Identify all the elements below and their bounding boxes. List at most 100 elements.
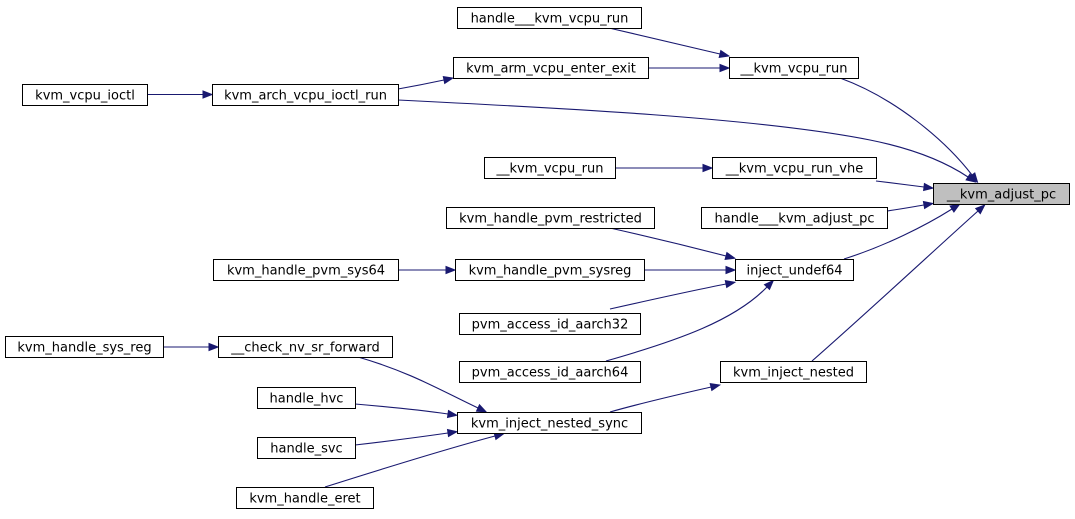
node-box — [712, 157, 877, 179]
node-box — [213, 259, 399, 281]
edge-kvm_handle_sys_reg-to-check_nv_sr_forward — [163, 342, 220, 352]
node-kvm-handle-eret[interactable]: kvm_handle_eret — [236, 487, 374, 509]
node-label: inject_undef64 — [746, 264, 842, 279]
edge-kvm_handle_pvm_sysreg-to-inject_undef64 — [644, 265, 737, 275]
arrowhead-icon — [718, 49, 731, 59]
edge-line — [886, 204, 925, 212]
node-pvm-access-id-aarch32[interactable]: pvm_access_id_aarch32 — [459, 313, 641, 335]
node-box — [257, 387, 356, 409]
node-label: kvm_inject_nested — [733, 366, 854, 381]
edge-kvm_vcpu_run_vhe-to-kvm_adjust_pc — [875, 180, 935, 192]
edge-pvm_access_id_aarch32-to-inject_undef64 — [609, 279, 737, 310]
node-kvm-inject-nested[interactable]: kvm_inject_nested — [720, 361, 867, 383]
node-label: kvm_arm_vcpu_enter_exit — [466, 62, 636, 77]
node-label: pvm_access_id_aarch64 — [472, 366, 629, 381]
edge-line — [608, 27, 721, 55]
edge-line — [605, 286, 768, 362]
node-label: kvm_vcpu_ioctl — [35, 89, 135, 104]
arrowhead-icon — [923, 182, 935, 192]
node-box — [446, 207, 655, 229]
arrowhead-icon — [446, 428, 459, 438]
arrowhead-icon — [949, 203, 961, 213]
node-label: handle___kvm_adjust_pc — [714, 212, 874, 227]
arrowhead-icon — [763, 279, 775, 291]
node-kvm-inject-nested-sync[interactable]: kvm_inject_nested_sync — [457, 412, 642, 434]
arrowhead-icon — [208, 342, 220, 352]
edge-pvm_access_id_aarch64-to-inject_undef64 — [605, 279, 775, 362]
edge-handle_svc-to-kvm_inject_nested_sync — [354, 428, 459, 446]
edge-check_nv_sr_forward-to-kvm_inject_nested_sync — [357, 356, 488, 413]
edge-line — [354, 403, 449, 415]
node-label: handle_hvc — [270, 392, 344, 407]
node-box — [735, 259, 854, 281]
node-box — [218, 336, 393, 358]
node-check-nv-sr-forward[interactable]: __check_nv_sr_forward — [218, 336, 393, 358]
node-kvm-handle-pvm-sysreg[interactable]: kvm_handle_pvm_sysreg — [455, 259, 645, 281]
arrowhead-icon — [475, 403, 488, 413]
call-graph-nodes: __kvm_adjust_pc handle___kvm_vcpu_run __kv… — [5, 7, 1070, 509]
node-kvm-adjust-pc[interactable]: __kvm_adjust_pc — [933, 183, 1070, 205]
arrowhead-icon — [445, 265, 457, 275]
node-kvm-vcpu-run-2[interactable]: __kvm_vcpu_run — [484, 157, 616, 179]
edge-kvm_inject_nested-to-kvm_adjust_pc — [811, 204, 986, 362]
node-label: __kvm_vcpu_run — [739, 62, 847, 77]
node-label: __kvm_adjust_pc — [946, 188, 1056, 203]
node-inject-undef64[interactable]: inject_undef64 — [735, 259, 854, 281]
node-label: kvm_handle_eret — [249, 492, 360, 507]
node-label: __kvm_vcpu_run_vhe — [725, 162, 863, 177]
edge-line — [843, 208, 953, 260]
node-box — [459, 313, 641, 335]
arrowhead-icon — [702, 163, 714, 173]
node-kvm-vcpu-ioctl[interactable]: kvm_vcpu_ioctl — [22, 84, 148, 106]
edge-kvm_arch_vcpu_ioctl_run-to-kvm_adjust_pc — [397, 99, 977, 183]
arrowhead-icon — [719, 63, 731, 73]
node-box — [720, 361, 867, 383]
node-box — [257, 437, 356, 459]
node-label: handle___kvm_vcpu_run — [471, 12, 629, 27]
node-kvm-arch-vcpu-ioctl-run[interactable]: kvm_arch_vcpu_ioctl_run — [212, 84, 399, 106]
arrowhead-icon — [724, 279, 737, 289]
node-handle-hvc[interactable]: handle_hvc — [257, 387, 356, 409]
node-kvm-handle-sys-reg[interactable]: kvm_handle_sys_reg — [5, 336, 164, 358]
node-handle-kvm-adjust-pc[interactable]: handle___kvm_adjust_pc — [701, 207, 888, 229]
node-box — [457, 412, 642, 434]
arrowhead-icon — [974, 204, 986, 215]
node-kvm-vcpu-run-vhe[interactable]: __kvm_vcpu_run_vhe — [712, 157, 877, 179]
node-label: handle_svc — [270, 442, 342, 457]
edge-line — [811, 210, 979, 362]
edge-kvm_arm_vcpu_enter_exit-to-kvm_vcpu_run_1 — [648, 63, 731, 73]
node-label: kvm_handle_pvm_sysreg — [469, 264, 632, 279]
arrowhead-icon — [922, 200, 935, 210]
arrowhead-icon — [442, 75, 455, 85]
edge-kvm_vcpu_ioctl-to-kvm_arch_vcpu_ioctl_run — [147, 90, 214, 99]
edge-line — [397, 99, 969, 178]
arrowhead-icon — [965, 173, 977, 183]
node-box — [729, 57, 859, 79]
node-box — [455, 259, 645, 281]
node-handle-kvm-vcpu-run[interactable]: handle___kvm_vcpu_run — [457, 7, 642, 29]
edge-line — [357, 356, 479, 409]
arrowhead-icon — [202, 90, 214, 99]
arrowhead-icon — [446, 409, 459, 419]
edge-kvm_handle_pvm_sys64-to-kvm_handle_pvm_sysreg — [398, 265, 457, 275]
arrowhead-icon — [709, 382, 722, 392]
edge-inject_undef64-to-kvm_adjust_pc — [843, 203, 961, 260]
node-kvm-handle-pvm-sys64[interactable]: kvm_handle_pvm_sys64 — [213, 259, 399, 281]
node-box — [484, 157, 616, 179]
node-box — [701, 207, 888, 229]
node-label: __check_nv_sr_forward — [230, 341, 379, 356]
node-label: kvm_inject_nested_sync — [471, 417, 628, 432]
node-kvm-arm-vcpu-enter-exit[interactable]: kvm_arm_vcpu_enter_exit — [453, 57, 649, 79]
node-label: kvm_handle_sys_reg — [17, 341, 151, 356]
node-box — [453, 57, 649, 79]
edge-line — [875, 180, 925, 188]
node-kvm-vcpu-run-1[interactable]: __kvm_vcpu_run — [729, 57, 859, 79]
node-label: kvm_arch_vcpu_ioctl_run — [224, 89, 387, 104]
edge-kvm_arch_vcpu_ioctl_run-to-kvm_arm_vcpu_enter_exit — [397, 75, 455, 90]
node-label: kvm_handle_pvm_restricted — [459, 212, 642, 227]
node-handle-svc[interactable]: handle_svc — [257, 437, 356, 459]
edge-line — [609, 386, 712, 413]
node-kvm-handle-pvm-restricted[interactable]: kvm_handle_pvm_restricted — [446, 207, 655, 229]
node-label: kvm_handle_pvm_sys64 — [227, 264, 385, 279]
node-pvm-access-id-aarch64[interactable]: pvm_access_id_aarch64 — [459, 361, 641, 383]
